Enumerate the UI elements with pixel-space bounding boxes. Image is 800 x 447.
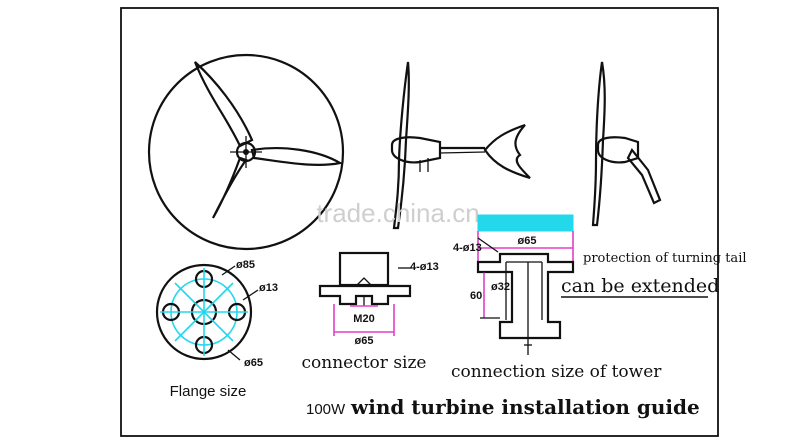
connector-flange — [318, 284, 412, 306]
connector-drawing: 4-ø13 M20 ø65 — [318, 251, 439, 347]
tower-body — [476, 252, 575, 340]
tower-length-dim: 60 — [470, 290, 482, 302]
flange-inner-dim: ø65 — [244, 357, 263, 369]
tower-diam-dim: ø65 — [518, 235, 537, 247]
connector-title: connector size — [301, 353, 426, 373]
side-view-with-tail — [390, 61, 531, 230]
flange-hole-dim: ø13 — [259, 282, 278, 294]
tail-fin — [483, 123, 531, 180]
guide-title: wind turbine installation guide — [350, 395, 700, 419]
nacelle — [390, 136, 442, 164]
flange-title: Flange size — [170, 383, 247, 400]
connector-diam-dim: ø65 — [355, 335, 374, 347]
connector-thread-dim: M20 — [353, 313, 374, 325]
flange-outer-dim: ø85 — [236, 259, 255, 271]
watermark-text: trade.china.cn — [316, 198, 479, 228]
blade-lower — [212, 156, 248, 219]
tower-title: connection size of tower — [451, 362, 662, 382]
rotor-sweep-circle — [147, 53, 345, 251]
flange-drawing: ø85 ø13 ø65 — [155, 259, 278, 369]
blade-right — [250, 147, 344, 166]
tail-protection-label: protection of turning tail — [583, 251, 747, 266]
blade-top — [193, 61, 254, 148]
side-view-tail-folded — [591, 61, 662, 227]
extended-label: can be extended — [561, 275, 719, 297]
connector-top — [338, 251, 390, 287]
tower-drawing: 4-ø13 ø65 ø32 60 — [453, 214, 575, 355]
tower-holes-dim: 4-ø13 — [453, 242, 482, 254]
folded-blade — [591, 61, 606, 227]
drawing-frame — [120, 7, 719, 437]
guide-prefix: 100W — [306, 401, 346, 418]
flange-outer-circle — [155, 263, 253, 361]
connector-holes-dim: 4-ø13 — [410, 261, 439, 273]
rotor-front-view — [147, 53, 345, 251]
side-blade — [392, 61, 410, 230]
tower-pipe-dim: ø32 — [491, 281, 510, 293]
tower-highlight-band — [477, 214, 574, 232]
folded-tail — [626, 147, 662, 205]
